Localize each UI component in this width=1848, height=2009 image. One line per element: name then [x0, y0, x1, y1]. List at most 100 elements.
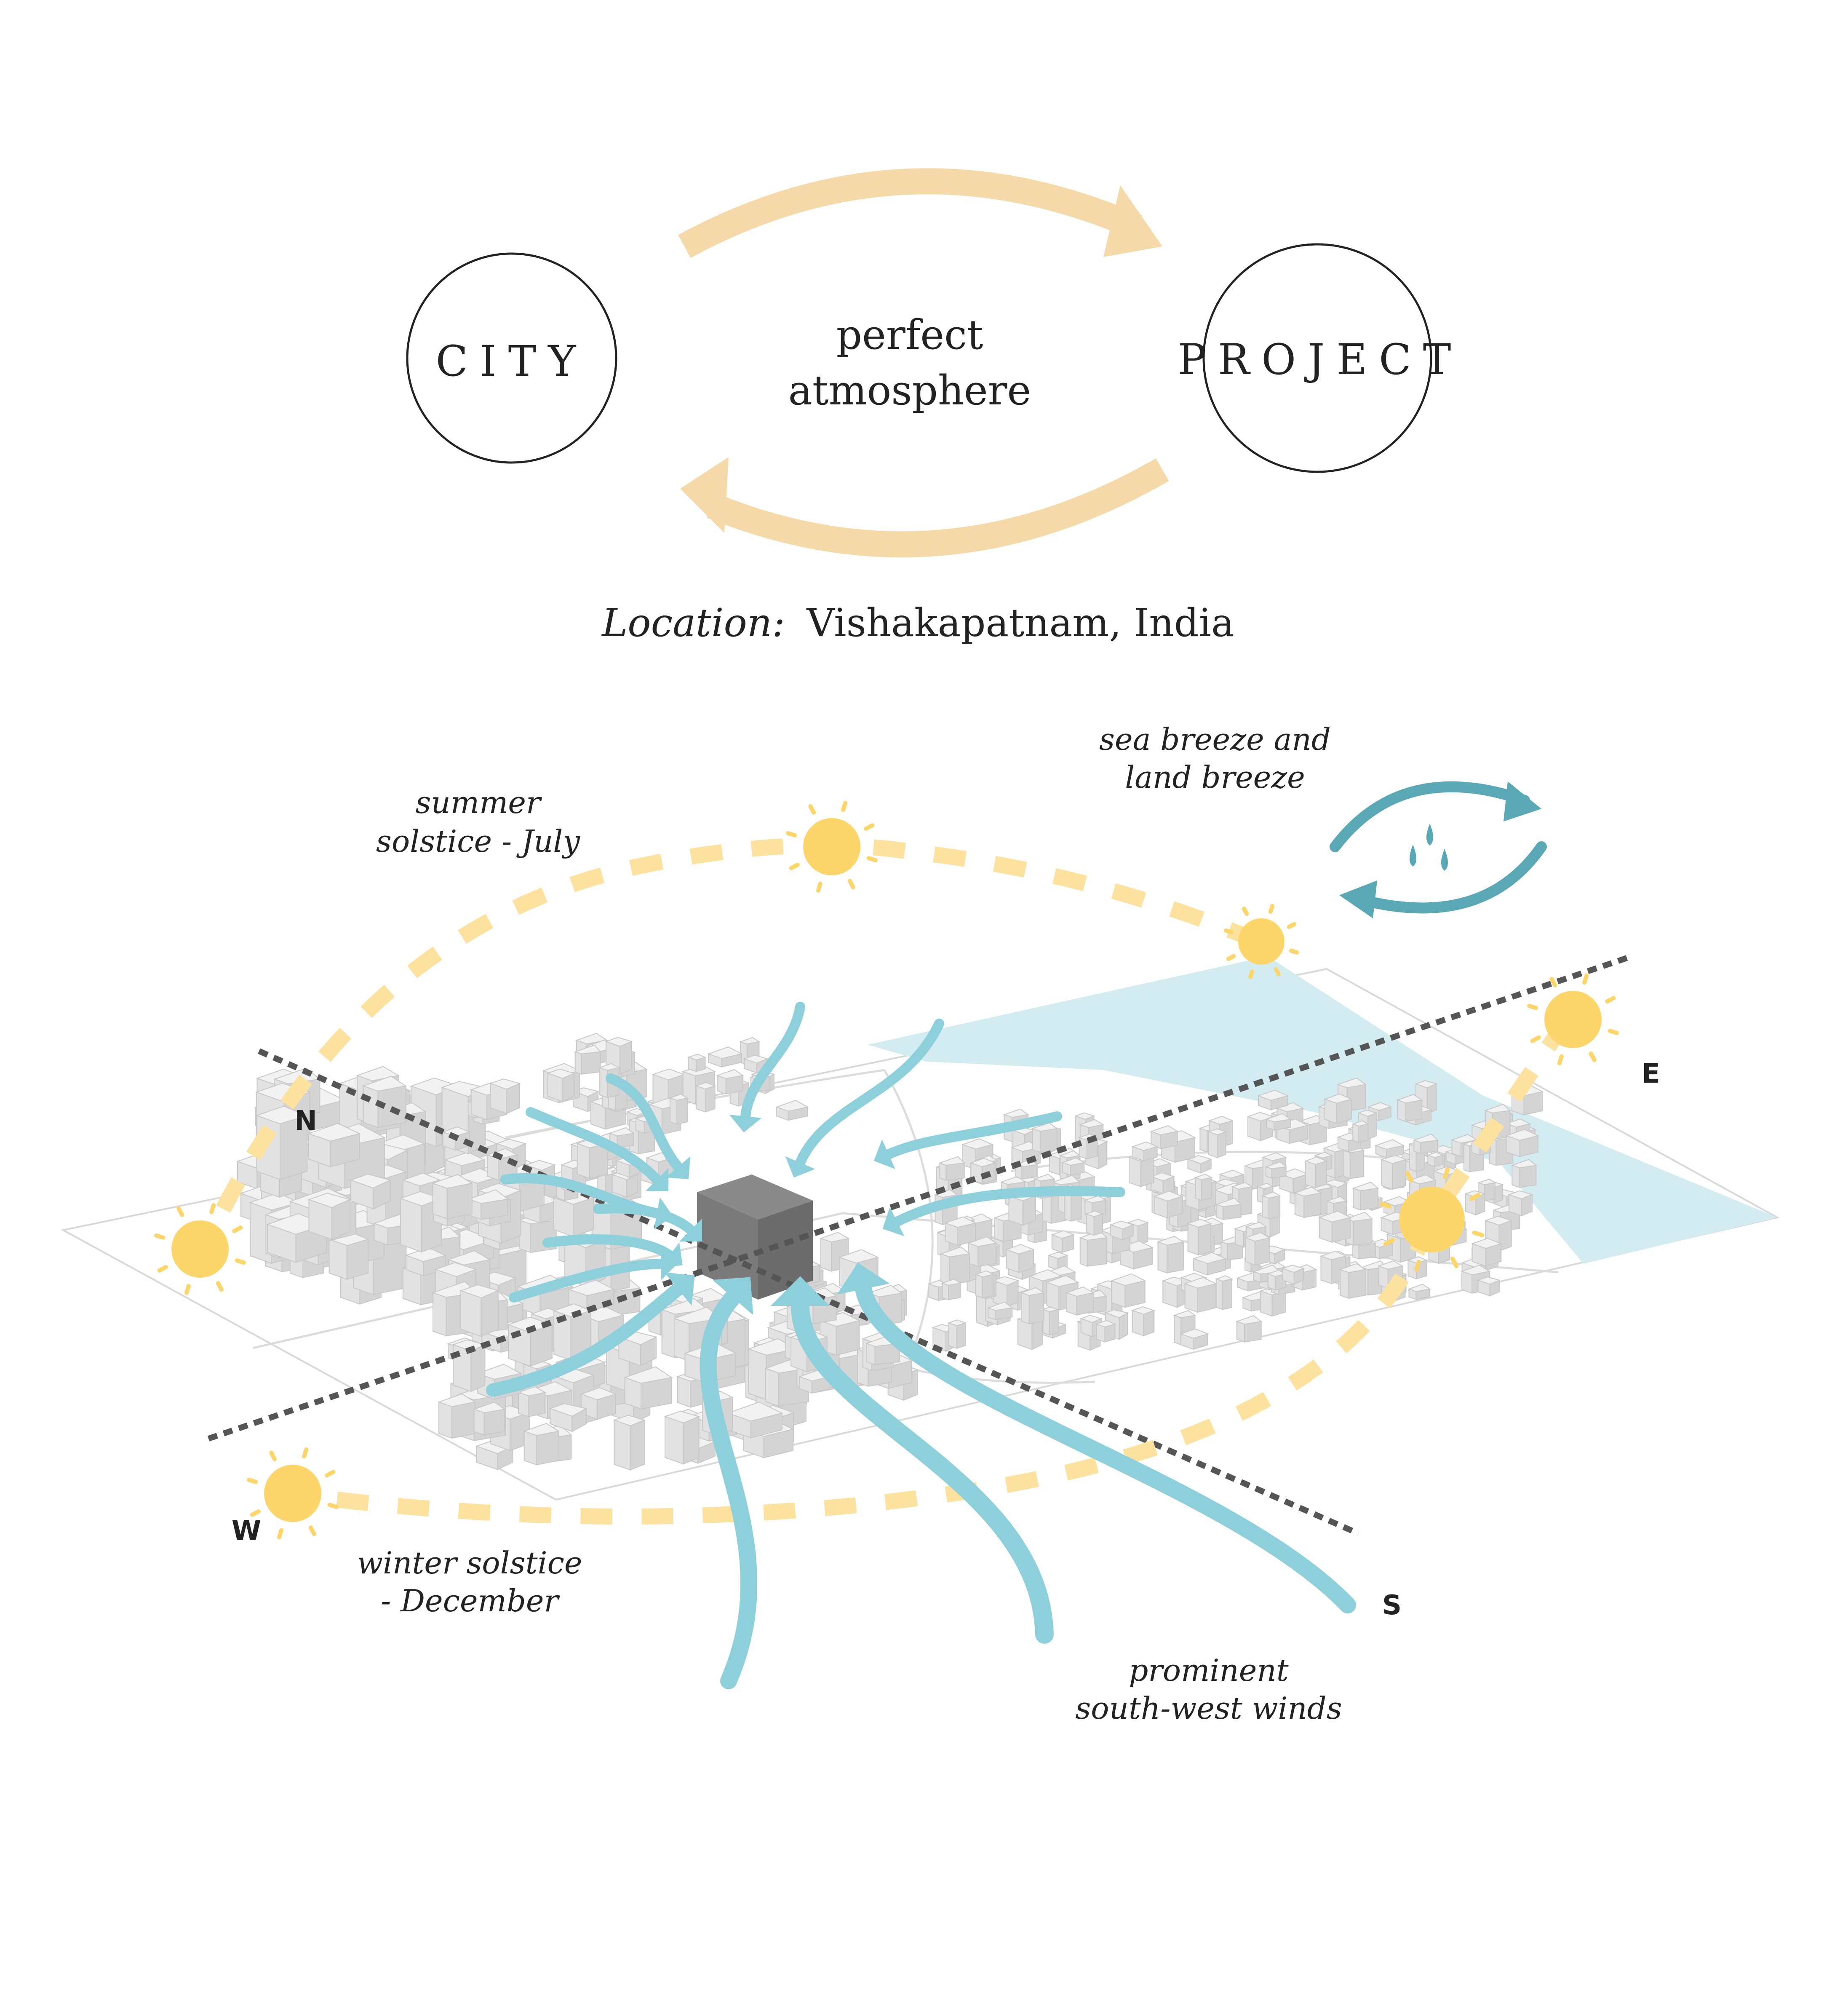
- building: [1304, 1156, 1328, 1188]
- sun-icon: [154, 1203, 246, 1295]
- winter-label-2: - December: [381, 1583, 560, 1618]
- building: [1079, 1230, 1108, 1267]
- building: [668, 1094, 689, 1125]
- wind-arrow-icon: [837, 1263, 1356, 1613]
- building: [549, 1403, 588, 1432]
- city-circle: [406, 252, 617, 464]
- building: [1471, 1238, 1503, 1267]
- building: [1186, 1219, 1212, 1256]
- building: [1150, 1172, 1175, 1194]
- sun-icon: [1223, 904, 1299, 979]
- building: [818, 1312, 861, 1356]
- winds-label-2: south-west winds: [1075, 1691, 1342, 1726]
- building: [1374, 1139, 1405, 1158]
- building: [1007, 1191, 1037, 1226]
- building: [473, 1402, 506, 1436]
- building: [1244, 1232, 1271, 1266]
- building: [1042, 1305, 1060, 1336]
- building: [552, 1190, 595, 1237]
- building: [1396, 1094, 1423, 1122]
- wind-arrow-icon: [509, 1247, 678, 1303]
- building: [1261, 1191, 1281, 1220]
- building: [1153, 1190, 1184, 1219]
- building: [1235, 1315, 1263, 1343]
- building: [1257, 1089, 1289, 1110]
- building: [1061, 1157, 1086, 1176]
- summer-label-1: summer: [416, 785, 542, 820]
- building: [1380, 1154, 1407, 1190]
- sun-icon: [247, 1447, 339, 1539]
- compass-south: S: [1382, 1590, 1402, 1621]
- building: [695, 1082, 716, 1113]
- building: [328, 1231, 369, 1280]
- center-line-2: atmosphere: [788, 367, 1031, 414]
- building: [1085, 1210, 1104, 1236]
- building: [1207, 1128, 1227, 1158]
- building: [1183, 1277, 1217, 1313]
- building: [1110, 1273, 1146, 1308]
- building: [1194, 1173, 1213, 1201]
- sun-icon: [1379, 1167, 1485, 1272]
- suns: [154, 801, 1619, 1539]
- wind-arrow-icon: [700, 1277, 758, 1689]
- compass-east: E: [1642, 1058, 1660, 1089]
- building: [574, 1044, 601, 1075]
- building: [576, 1137, 609, 1179]
- wind-arrow-icon: [606, 1073, 691, 1180]
- building: [1050, 1230, 1075, 1253]
- wind-arrow-icon: [526, 1107, 669, 1191]
- sun-icon: [1527, 974, 1619, 1065]
- building: [1407, 1256, 1428, 1280]
- building: [1005, 1244, 1035, 1273]
- sun-icon: [786, 801, 878, 893]
- building: [431, 1174, 473, 1220]
- winter-sun-path: [336, 1015, 1573, 1525]
- building: [1215, 1197, 1242, 1220]
- building: [944, 1216, 977, 1246]
- building: [1339, 1263, 1367, 1299]
- building: [1464, 1190, 1486, 1216]
- diagram-labels: summer solstice - July sea breeze and la…: [357, 722, 1342, 1726]
- building: [489, 1078, 521, 1114]
- wind-arrow-icon: [882, 1186, 1125, 1236]
- breeze-label-2: land breeze: [1125, 760, 1305, 795]
- building: [362, 1075, 407, 1128]
- building: [940, 1246, 971, 1285]
- building: [1265, 1113, 1292, 1131]
- wind-arrows: [486, 1002, 1356, 1689]
- wind-arrow-icon: [500, 1173, 673, 1229]
- building: [1293, 1186, 1322, 1218]
- building: [1020, 1287, 1045, 1324]
- building: [1477, 1276, 1501, 1297]
- building: [1508, 1190, 1534, 1217]
- building: [1352, 1182, 1379, 1211]
- building: [517, 1386, 547, 1418]
- building: [1351, 1120, 1370, 1143]
- sun-paths: [216, 837, 1573, 1525]
- building: [1264, 1161, 1287, 1179]
- building: [687, 1054, 707, 1072]
- building: [580, 1387, 617, 1420]
- location-line: Location: Vishakapatnam, India: [601, 600, 1234, 645]
- project-label: PROJECT: [1178, 335, 1463, 384]
- building: [1156, 1236, 1185, 1274]
- city-label: CITY: [436, 337, 588, 386]
- breeze-label-1: sea breeze and: [1099, 722, 1331, 757]
- building: [467, 1189, 509, 1220]
- building: [947, 1319, 967, 1349]
- building: [546, 1068, 576, 1102]
- location-value: Vishakapatnam, India: [806, 600, 1234, 645]
- wind-arrow-icon: [770, 1276, 1054, 1644]
- cycle-diagram: CITY PROJECT perfect atmosphere: [406, 168, 1463, 558]
- compass-west: W: [232, 1515, 262, 1546]
- building: [664, 1410, 700, 1465]
- cycle-arrow-top: [678, 168, 1162, 258]
- building: [987, 1301, 1013, 1320]
- building: [1215, 1275, 1233, 1310]
- building: [623, 1366, 673, 1410]
- building: [967, 1236, 997, 1267]
- building: [523, 1423, 560, 1466]
- building: [1318, 1210, 1352, 1243]
- wind-arrow-icon: [785, 1019, 944, 1178]
